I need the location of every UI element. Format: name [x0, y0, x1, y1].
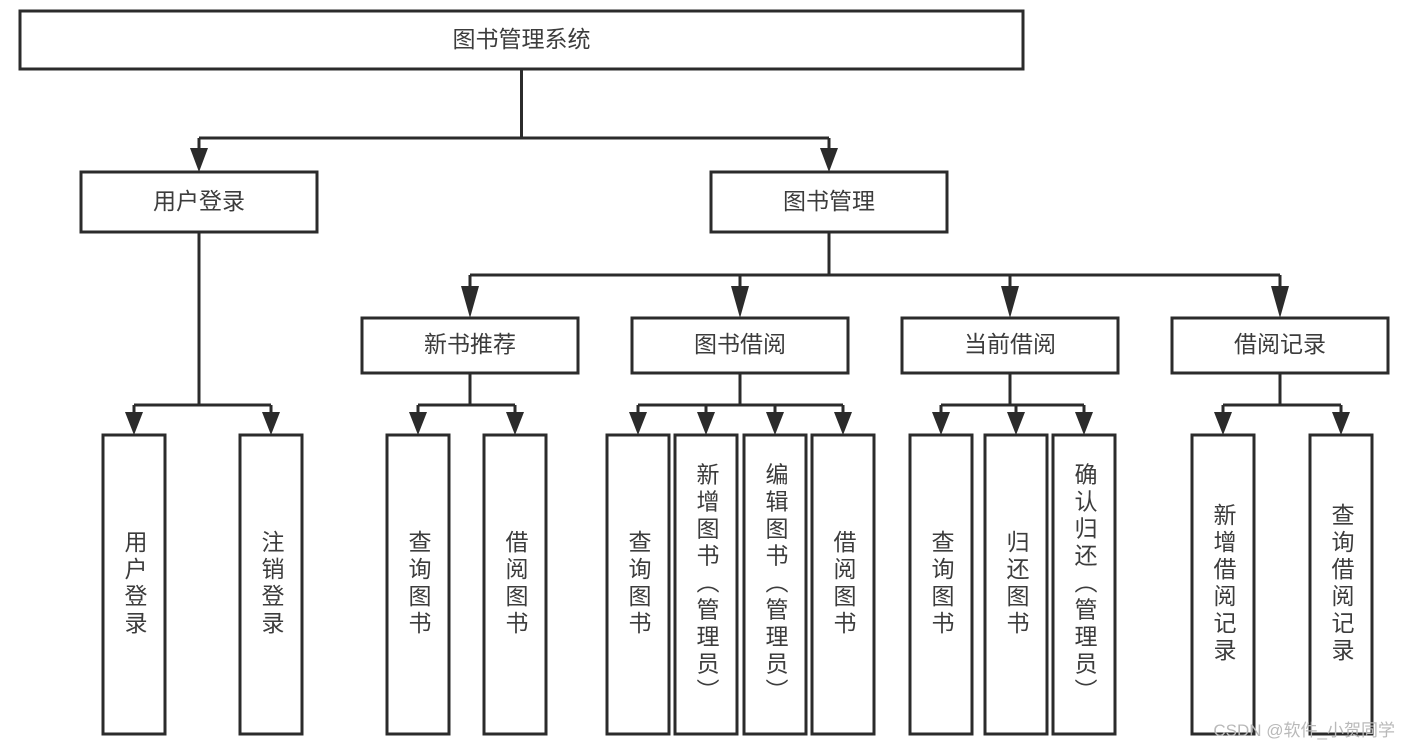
node-book-borrow-label: 图书借阅 [694, 331, 786, 357]
leaf-node-box [908, 433, 974, 736]
leaf-node[interactable]: 编辑图书（管理员） [742, 433, 808, 736]
leaf-node-label: 查询图书 [928, 530, 955, 638]
connector-layer [125, 69, 1350, 435]
leaf-node-box [238, 433, 304, 736]
node-book-borrow-box [630, 316, 850, 375]
node-book-borrow[interactable]: 图书借阅 [630, 316, 850, 375]
arrowhead-user-login [190, 148, 208, 172]
arrowhead-leaf-1 [262, 412, 280, 435]
node-current-borrow-label: 当前借阅 [964, 331, 1056, 357]
node-current-borrow[interactable]: 当前借阅 [900, 316, 1120, 375]
node-borrow-record-box [1170, 316, 1390, 375]
leaf-node-label: 新增图书（管理员） [693, 463, 720, 706]
node-new-book-recommend[interactable]: 新书推荐 [360, 316, 580, 375]
arrowhead-leaf-3 [506, 412, 524, 435]
leaf-node-box [1308, 433, 1374, 736]
leaf-node[interactable]: 查询借阅记录 [1308, 433, 1374, 736]
leaf-node-box [742, 433, 808, 736]
node-borrow-record-label: 借阅记录 [1234, 331, 1326, 357]
leaf-node-label: 借阅图书 [830, 530, 857, 638]
leaf-node-label: 注销登录 [258, 530, 285, 638]
node-root[interactable]: 图书管理系统 [18, 9, 1025, 71]
leaf-node-label: 新增借阅记录 [1210, 503, 1237, 665]
leaf-node[interactable]: 注销登录 [238, 433, 304, 736]
leaf-node-label: 查询图书 [405, 530, 432, 638]
leaf-node[interactable]: 用户登录 [101, 433, 167, 736]
arrowhead-leaf-7 [834, 412, 852, 435]
arrowhead-new-book-rec [461, 286, 479, 318]
leaf-node-label: 查询图书 [625, 530, 652, 638]
arrowhead-leaf-11 [1214, 412, 1232, 435]
leaf-node-label: 归还图书 [1003, 530, 1030, 638]
node-current-borrow-box [900, 316, 1120, 375]
arrowhead-leaf-4 [629, 412, 647, 435]
node-book-manage-label: 图书管理 [783, 188, 875, 214]
node-user-login-label: 用户登录 [153, 188, 245, 214]
leaf-node[interactable]: 查询图书 [385, 433, 451, 736]
leaf-node[interactable]: 新增借阅记录 [1190, 433, 1256, 736]
arrowhead-leaf-10 [1075, 412, 1093, 435]
leaf-node[interactable]: 新增图书（管理员） [673, 433, 739, 736]
arrowhead-leaf-9 [1007, 412, 1025, 435]
leaf-node-box [983, 433, 1049, 736]
leaf-node-label: 编辑图书（管理员） [762, 463, 789, 706]
leaf-node[interactable]: 借阅图书 [482, 433, 548, 736]
leaf-node-label: 确认归还（管理员） [1071, 463, 1098, 706]
arrowhead-leaf-2 [409, 412, 427, 435]
leaf-node-label: 用户登录 [121, 530, 148, 638]
node-user-login-box [79, 170, 319, 234]
leaf-node-box [1190, 433, 1256, 736]
leaf-node[interactable]: 确认归还（管理员） [1051, 433, 1117, 736]
leaf-node-label: 借阅图书 [502, 530, 529, 638]
arrowhead-current-borrow [1001, 286, 1019, 318]
leaf-node-box [482, 433, 548, 736]
node-book-manage-box [709, 170, 949, 234]
leaf-node-box [605, 433, 671, 736]
leaf-node-box [673, 433, 739, 736]
arrowhead-leaf-8 [932, 412, 950, 435]
arrowhead-leaf-12 [1332, 412, 1350, 435]
node-new-book-recommend-label: 新书推荐 [424, 331, 516, 357]
node-borrow-record[interactable]: 借阅记录 [1170, 316, 1390, 375]
leaf-node-box [385, 433, 451, 736]
node-book-manage[interactable]: 图书管理 [709, 170, 949, 234]
node-root-label: 图书管理系统 [453, 26, 591, 52]
arrowhead-book-borrow [731, 286, 749, 318]
leaf-node-label: 查询借阅记录 [1328, 503, 1355, 665]
node-root-box [18, 9, 1025, 71]
leaf-node-box [1051, 433, 1117, 736]
node-new-book-recommend-box [360, 316, 580, 375]
arrowhead-leaf-6 [766, 412, 784, 435]
leaf-node[interactable]: 查询图书 [605, 433, 671, 736]
leaf-node[interactable]: 归还图书 [983, 433, 1049, 736]
arrowhead-leaf-5 [697, 412, 715, 435]
leaf-node[interactable]: 查询图书 [908, 433, 974, 736]
leaf-node-box [810, 433, 876, 736]
arrowhead-book-manage [820, 148, 838, 172]
arrowhead-borrow-record [1271, 286, 1289, 318]
arrowhead-leaf-0 [125, 412, 143, 435]
leaf-node-box [101, 433, 167, 736]
node-user-login[interactable]: 用户登录 [79, 170, 319, 234]
leaf-node[interactable]: 借阅图书 [810, 433, 876, 736]
